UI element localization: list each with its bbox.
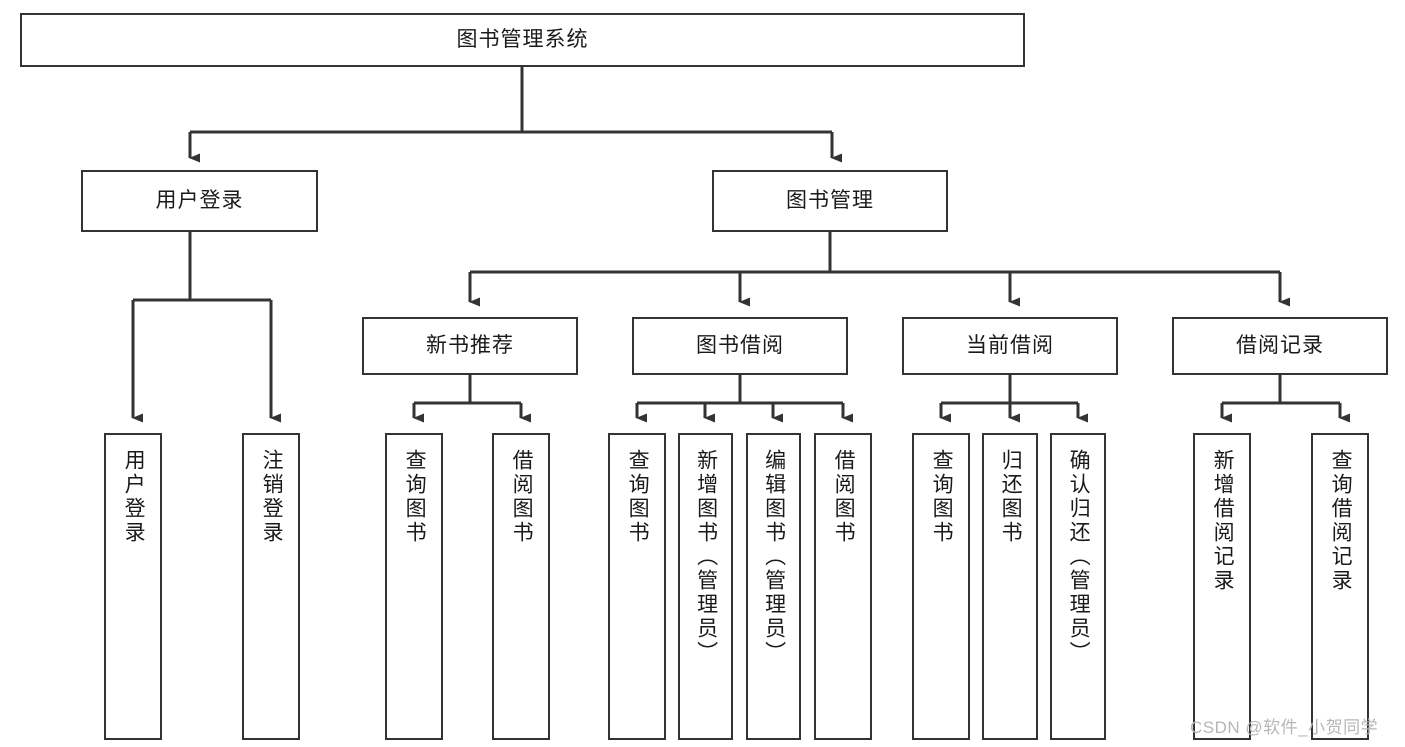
watermark: CSDN @软件_小贺同学 [1190, 718, 1379, 737]
leaf-borrow-book-1-label: 借阅图书 [510, 449, 534, 545]
node-new-book-recommend-label: 新书推荐 [426, 334, 514, 358]
leaf-confirm-return-admin[interactable]: 确认归还（管理员） [1050, 433, 1106, 740]
leaf-query-book-3-label: 查询图书 [930, 449, 954, 545]
node-root[interactable]: 图书管理系统 [20, 13, 1025, 67]
node-book-borrow-label: 图书借阅 [696, 334, 784, 358]
node-book-management[interactable]: 图书管理 [712, 170, 948, 232]
leaf-borrow-book-2-label: 借阅图书 [832, 449, 856, 545]
node-root-label: 图书管理系统 [456, 28, 589, 52]
node-borrow-records[interactable]: 借阅记录 [1172, 317, 1388, 375]
leaf-add-borrow-record-label: 新增借阅记录 [1211, 449, 1235, 593]
node-book-management-label: 图书管理 [786, 189, 874, 213]
leaf-return-book[interactable]: 归还图书 [982, 433, 1038, 740]
leaf-user-login[interactable]: 用户登录 [104, 433, 162, 740]
leaf-query-book-1-label: 查询图书 [403, 449, 427, 545]
leaf-return-book-label: 归还图书 [999, 449, 1023, 545]
leaf-query-book-2[interactable]: 查询图书 [608, 433, 666, 740]
node-book-borrow[interactable]: 图书借阅 [632, 317, 848, 375]
leaf-edit-book-admin[interactable]: 编辑图书（管理员） [746, 433, 801, 740]
node-borrow-records-label: 借阅记录 [1236, 334, 1324, 358]
node-current-borrow-label: 当前借阅 [966, 334, 1054, 358]
leaf-confirm-return-admin-label: 确认归还（管理员） [1067, 449, 1091, 665]
leaf-edit-book-admin-label: 编辑图书（管理员） [762, 449, 786, 665]
node-user-login-label: 用户登录 [155, 189, 244, 213]
node-current-borrow[interactable]: 当前借阅 [902, 317, 1118, 375]
leaf-add-book-admin-label: 新增图书（管理员） [694, 449, 718, 665]
leaf-logout-label: 注销登录 [260, 449, 284, 545]
leaf-borrow-book-1[interactable]: 借阅图书 [492, 433, 550, 740]
leaf-borrow-book-2[interactable]: 借阅图书 [814, 433, 872, 740]
leaf-query-borrow-record[interactable]: 查询借阅记录 [1311, 433, 1369, 740]
leaf-query-book-1[interactable]: 查询图书 [385, 433, 443, 740]
leaf-query-book-3[interactable]: 查询图书 [912, 433, 970, 740]
leaf-query-borrow-record-label: 查询借阅记录 [1329, 449, 1353, 593]
leaf-add-borrow-record[interactable]: 新增借阅记录 [1193, 433, 1251, 740]
leaf-query-book-2-label: 查询图书 [626, 449, 650, 545]
node-new-book-recommend[interactable]: 新书推荐 [362, 317, 578, 375]
leaf-add-book-admin[interactable]: 新增图书（管理员） [678, 433, 733, 740]
leaf-logout[interactable]: 注销登录 [242, 433, 300, 740]
node-user-login[interactable]: 用户登录 [81, 170, 318, 232]
leaf-user-login-label: 用户登录 [122, 449, 146, 545]
